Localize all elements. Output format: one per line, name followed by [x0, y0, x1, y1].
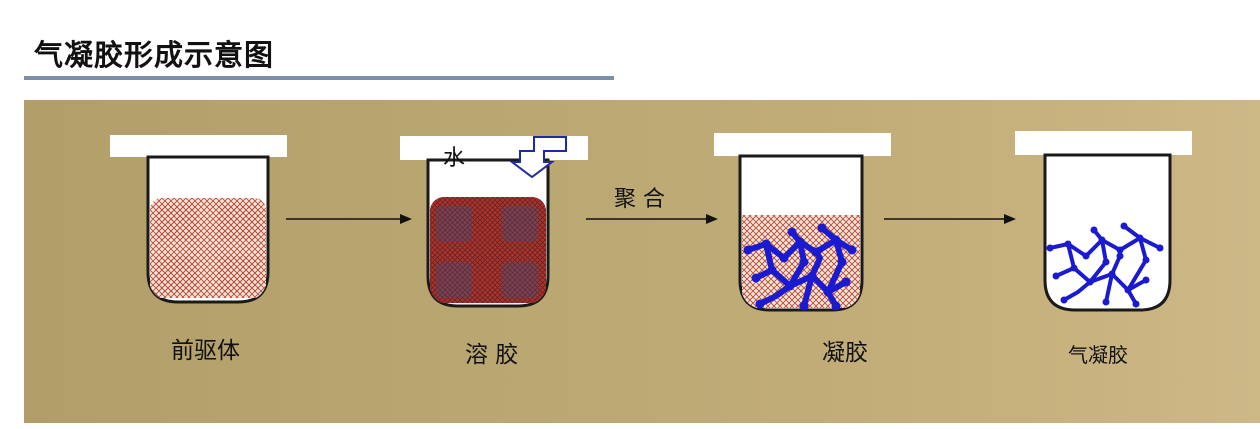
page-title: 气凝胶形成示意图 — [34, 38, 275, 72]
stage-label-gel: 凝胶 — [822, 340, 868, 366]
process-arrow-icon — [586, 214, 718, 224]
water-label: 水 — [443, 146, 466, 171]
beaker-rim — [1015, 131, 1192, 155]
stage-label-aerogel: 气凝胶 — [1068, 343, 1128, 367]
sol-content — [430, 197, 546, 303]
aerogel-content — [1046, 222, 1164, 308]
beaker-sol — [400, 136, 588, 308]
process-arrow-icon — [286, 214, 412, 224]
water-inflow-arrow-icon — [509, 136, 567, 179]
stage-label-sol: 溶 胶 — [465, 342, 519, 368]
title-underline — [24, 76, 614, 80]
polymerization-label: 聚 合 — [614, 187, 665, 212]
gel-content — [742, 215, 860, 310]
precursor-content — [150, 198, 266, 298]
stage-label-precursor: 前驱体 — [171, 338, 240, 364]
beaker-rim — [714, 133, 891, 156]
beaker-aerogel — [1015, 131, 1192, 312]
beaker-precursor — [110, 135, 287, 304]
process-arrow-icon — [884, 214, 1016, 224]
beaker-rim — [110, 135, 287, 157]
beaker-gel — [714, 133, 891, 312]
